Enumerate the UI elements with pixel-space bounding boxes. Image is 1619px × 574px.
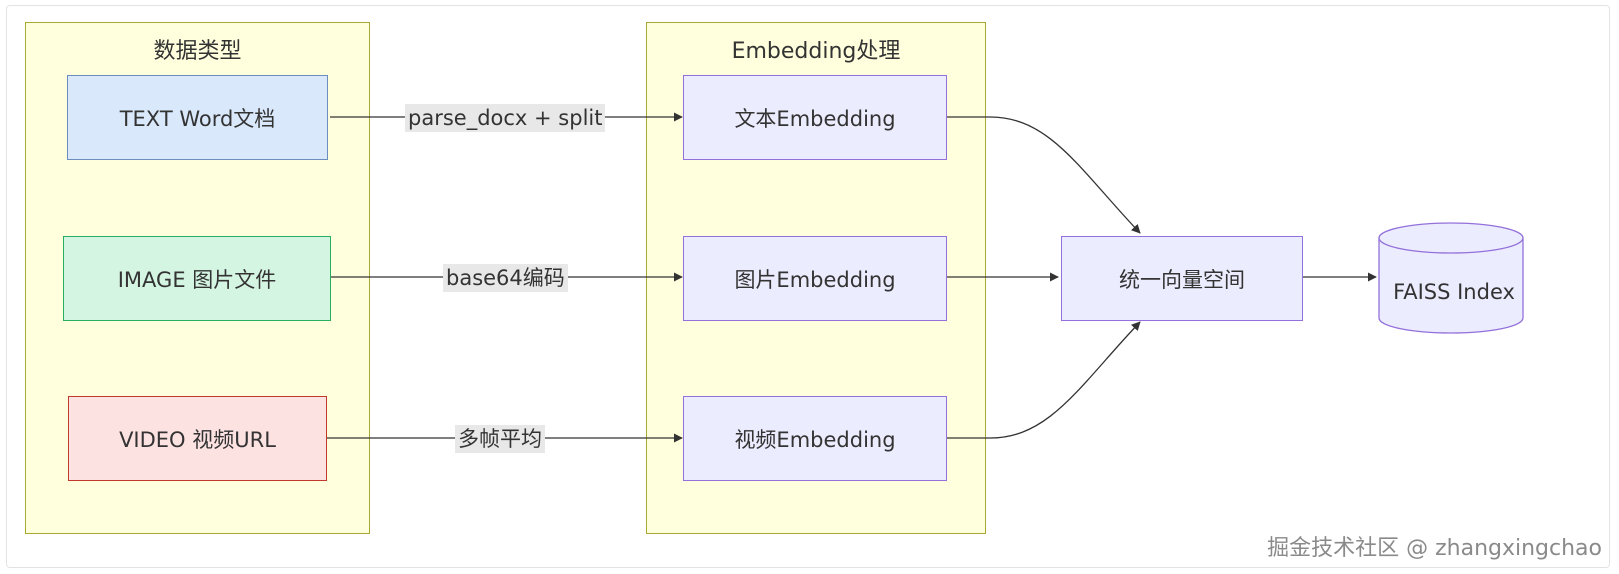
node-video-embedding: 视频Embedding	[683, 396, 947, 481]
node-video: VIDEO 视频URL	[68, 396, 327, 481]
edge-label-image: base64编码	[443, 264, 568, 292]
node-unified-vector-space: 统一向量空间	[1061, 236, 1303, 321]
node-image-embedding: 图片Embedding	[683, 236, 947, 321]
edge-video-emb-to-unified	[947, 321, 1141, 439]
diagram-frame	[6, 5, 1610, 568]
node-image: IMAGE 图片文件	[63, 236, 331, 321]
edge-label-text: parse_docx + split	[405, 104, 606, 132]
node-text-embedding: 文本Embedding	[683, 75, 947, 160]
watermark: 掘金技术社区 @ zhangxingchao	[1267, 536, 1602, 561]
node-text: TEXT Word文档	[67, 75, 328, 160]
edge-text-emb-to-unified	[947, 116, 1141, 234]
group-data-types-title: 数据类型	[153, 39, 242, 64]
node-faiss-index: FAISS Index	[1393, 280, 1515, 304]
faiss-cylinder-shape	[1378, 222, 1524, 334]
edge-label-video: 多帧平均	[455, 425, 545, 453]
group-embedding-title: Embedding处理	[731, 39, 901, 64]
